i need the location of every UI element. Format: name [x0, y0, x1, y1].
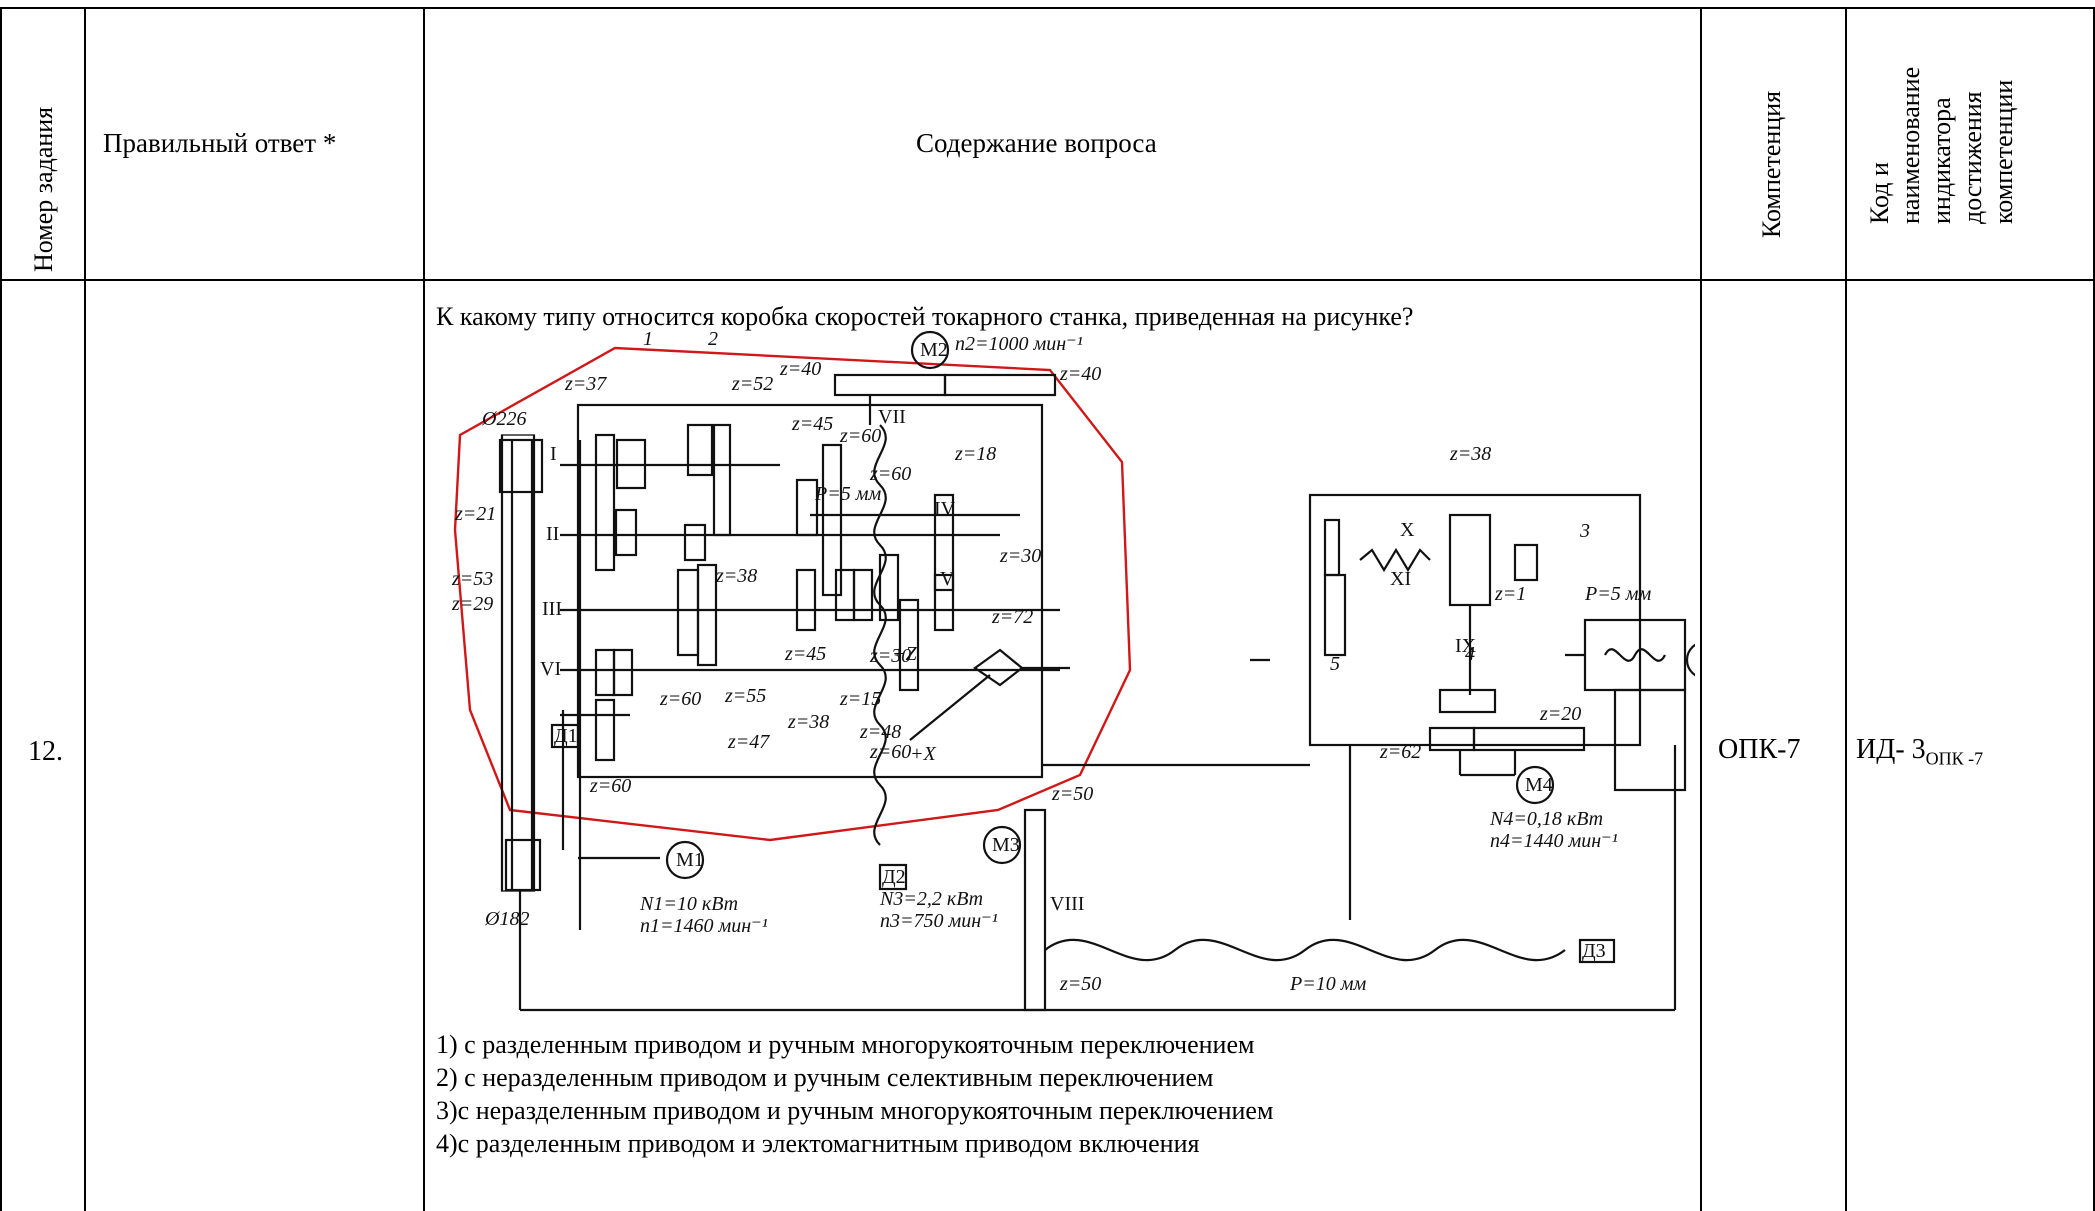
- shaft-label: V: [940, 568, 955, 590]
- col-border-0: [0, 7, 2, 1211]
- gear-label: z=38: [715, 565, 757, 587]
- answer-option: 2) с неразделенным приводом и ручным сел…: [436, 1063, 1214, 1092]
- marker-label: 1: [643, 330, 653, 350]
- header-indicator-line: наименование: [1896, 66, 1925, 224]
- header-row-border: [0, 279, 2095, 281]
- col-border-4: [1845, 7, 1847, 1211]
- gear-label: z=62: [1379, 741, 1421, 763]
- header-indicator-line: индикатора: [1927, 97, 1956, 224]
- motor-m3: М3: [992, 834, 1020, 856]
- shaft-label: XI: [1390, 568, 1411, 590]
- marker-label: 4: [1465, 643, 1475, 665]
- gear-label: z=40: [779, 358, 821, 380]
- gear-label: z=20: [1539, 703, 1581, 725]
- shaft-label: II: [546, 523, 559, 545]
- sensor-d2: Д2: [882, 866, 906, 888]
- answer-option: 3)с неразделенным приводом и ручным мног…: [436, 1096, 1274, 1125]
- answer-option: 4)с разделенным приводом и электомагнитн…: [436, 1129, 1200, 1158]
- m2-speed: n2=1000 мин⁻¹: [955, 333, 1083, 355]
- gear-label: z=60: [589, 775, 631, 797]
- marker-label: 2: [708, 330, 718, 350]
- gear-label: z=60: [839, 425, 881, 447]
- table-top-border: [0, 7, 2095, 9]
- pitch-label-a: P=5 мм: [814, 483, 881, 505]
- gear-label: z=21: [454, 503, 496, 525]
- gear-label: z=47: [727, 731, 770, 753]
- shaft-label: VII: [878, 406, 906, 428]
- header-question-content: Содержание вопроса: [916, 128, 1157, 158]
- competence-code: ОПК-7: [1718, 734, 1801, 765]
- gear-label: z=50: [1059, 973, 1101, 995]
- shaft-label: IX: [1455, 635, 1477, 657]
- gear-label: z=55: [724, 685, 766, 707]
- m1-power: N1=10 кВт: [639, 893, 738, 915]
- gear-label: z=37: [564, 373, 607, 395]
- gear-label: z=40: [1059, 363, 1101, 385]
- gear-label: z=38: [1449, 443, 1491, 465]
- axis-x: +X: [910, 743, 936, 765]
- pulley-top-label: Ø226: [481, 408, 526, 430]
- shaft-label: VI: [540, 658, 561, 680]
- gear-label: z=52: [731, 373, 773, 395]
- motor-m4: М4: [1525, 774, 1553, 796]
- indicator-sub: ОПК -7: [1925, 748, 1984, 769]
- gear-label: z=45: [784, 643, 826, 665]
- header-competence: Компетенция: [1757, 90, 1786, 238]
- question-text: К какому типу относится коробка скоросте…: [436, 302, 1414, 331]
- shaft-label: I: [550, 443, 557, 465]
- gear-label: z=38: [787, 711, 829, 733]
- gear-label: z=50: [1051, 783, 1093, 805]
- col-border-1: [84, 7, 86, 1211]
- col-border-3: [1700, 7, 1702, 1211]
- gear-label: z=60: [659, 688, 701, 710]
- shaft-label: III: [542, 598, 562, 620]
- motor-m2: М2: [920, 339, 948, 361]
- gear-label: z=45: [791, 413, 833, 435]
- gear-label: z=30: [999, 545, 1041, 567]
- col-border-5: [2093, 7, 2095, 1211]
- gear-label: z=1: [1494, 583, 1526, 605]
- gear-label: z=30: [869, 645, 911, 667]
- sensor-d1: Д1: [554, 725, 578, 747]
- gear-label: z=53: [451, 568, 493, 590]
- header-indicator-line: достижения: [1958, 91, 1987, 224]
- gear-label: z=15: [839, 688, 881, 710]
- indicator-prefix: ИД- 3: [1856, 734, 1926, 765]
- m3-speed: n3=750 мин⁻¹: [880, 910, 998, 932]
- task-number: 12.: [28, 736, 63, 767]
- header-indicator: Код и наименование индикатора достижения…: [1864, 24, 2019, 224]
- shaft-label: IV: [934, 498, 956, 520]
- lathe-kinematic-diagram: Ø226 Ø182 М1 N1=10 кВт n1=1460 мин⁻¹ М2 …: [451, 330, 1695, 1012]
- axis-z: +Z: [892, 643, 917, 665]
- shaft-label: X: [1400, 519, 1415, 541]
- motor-m1: М1: [676, 849, 704, 871]
- marker-label: 3: [1579, 520, 1590, 542]
- gear-label: z=48: [859, 721, 901, 743]
- col-border-2: [423, 7, 425, 1211]
- gear-label: z=60: [869, 741, 911, 763]
- m4-power: N4=0,18 кВт: [1489, 808, 1603, 830]
- marker-label: 5: [1330, 653, 1340, 675]
- gear-label: z=60: [869, 463, 911, 485]
- highlight-outline: [453, 346, 1132, 842]
- gear-label: z=18: [954, 443, 996, 465]
- header-correct-answer: Правильный ответ *: [103, 128, 337, 158]
- gear-label: z=72: [991, 606, 1033, 628]
- pitch-label-b: P=5 мм: [1584, 583, 1651, 605]
- m4-speed: n4=1440 мин⁻¹: [1490, 830, 1618, 852]
- m3-power: N3=2,2 кВт: [879, 888, 983, 910]
- answer-option: 1) с разделенным приводом и ручным много…: [436, 1030, 1255, 1059]
- sensor-d3: Д3: [1582, 940, 1606, 962]
- m1-speed: n1=1460 мин⁻¹: [640, 915, 768, 937]
- gear-label: z=29: [451, 593, 493, 615]
- header-indicator-line: Код и: [1865, 162, 1894, 224]
- indicator-code: ИД- 3ОПК -7: [1856, 734, 1983, 770]
- header-task-number: Номер задания: [29, 106, 58, 272]
- pitch-label-c: P=10 мм: [1289, 973, 1366, 995]
- pulley-bottom-label: Ø182: [484, 908, 529, 930]
- header-indicator-line: компетенции: [1989, 79, 2018, 224]
- shaft-label: VIII: [1050, 893, 1084, 915]
